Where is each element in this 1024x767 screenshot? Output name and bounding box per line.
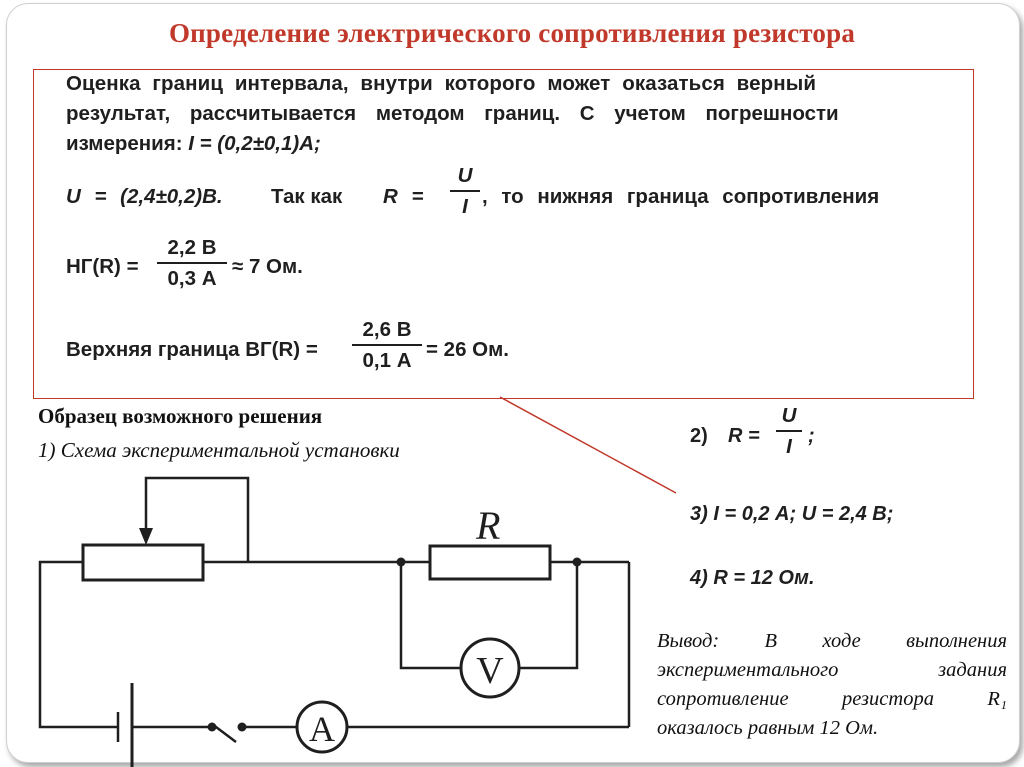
lower-bound-numerator: 2,2 В [167, 236, 217, 259]
explanation-line-3: измерения: I = (0,2±0,1)A; [66, 132, 321, 156]
rheostat-arrow [139, 528, 153, 545]
upper-bound-numerator: 2,6 В [362, 318, 412, 341]
current-formula: I = (0,2±0,1)A; [188, 132, 321, 155]
ammeter-label: A [309, 709, 335, 749]
junction-dot [396, 557, 406, 567]
step-3-values: 3) I = 0,2 А; U = 2,4 В; [690, 503, 894, 525]
lower-bound-intro: , то нижняя граница сопротивления [482, 185, 880, 208]
junction-dot [572, 557, 582, 567]
measurement-label: измерения: [66, 132, 183, 155]
setup-scheme-subtitle: 1) Схема экспериментальной установки [38, 438, 400, 462]
lower-bound-label: НГ(R) = [66, 255, 139, 278]
voltmeter-circle [459, 637, 521, 699]
fraction-denominator: I [450, 190, 480, 219]
switch-contact-dot [207, 722, 217, 732]
explanation-line-1: Оценка границ интервала, внутри которого… [66, 72, 817, 95]
rheostat-body [81, 543, 205, 582]
step-4-result: 4) R = 12 Ом. [690, 567, 815, 589]
voltmeter-label: V [476, 650, 504, 692]
slide-title: Определение электрического сопротивления… [168, 18, 856, 48]
upper-bound-denominator: 0,1 А [352, 344, 422, 373]
conclusion-line-3: сопротивление резистора R₁ [657, 688, 1007, 710]
sample-solution-title: Образец возможного решения [38, 404, 323, 428]
slide-frame [6, 3, 1020, 763]
switch-contact-dot [237, 722, 247, 732]
step-2-fraction: U I [776, 404, 802, 459]
lower-bound-fraction: 2,2 В 0,3 А [157, 236, 227, 291]
rheostat-slider-wire [144, 476, 250, 562]
ohm-law-fraction: U I [450, 164, 480, 219]
step-2-formula: R = [728, 425, 760, 447]
conclusion-line-2: экспериментального задания [657, 659, 1007, 681]
lower-bound-result: ≈ 7 Ом. [232, 255, 303, 278]
resistance-symbol: R = [383, 185, 424, 208]
explanation-line-2: результат, рассчитывается методом границ… [66, 102, 839, 125]
conclusion-text: Вывод: В ходе выполнения экспериментальн… [657, 627, 1007, 743]
step-2-tail: ; [808, 425, 815, 447]
voltmeter-wire-right [519, 562, 579, 670]
upper-bound-result: = 26 Ом. [426, 338, 509, 361]
voltage-formula: U = (2,4±0,2)B. [66, 185, 223, 208]
step-2-denominator: I [776, 430, 802, 459]
conclusion-line-4: оказалось равным 12 Ом. [657, 717, 879, 739]
callout-line [499, 396, 677, 494]
step-2-numerator: U [781, 404, 797, 427]
upper-bound-label: Верхняя граница ВГ(R) = [66, 338, 318, 361]
wire-left [38, 560, 118, 729]
conclusion-line-1: Вывод: В ходе выполнения [657, 630, 1007, 652]
voltmeter-wire-left [399, 562, 461, 670]
step-2-number: 2) [690, 425, 708, 447]
resistor-body [428, 544, 552, 581]
resistor-label: R [475, 503, 500, 548]
upper-bound-fraction: 2,6 В 0,1 А [352, 318, 422, 373]
fraction-numerator: U [457, 164, 473, 187]
lower-bound-denominator: 0,3 А [157, 262, 227, 291]
since-label: Так как [271, 185, 343, 208]
